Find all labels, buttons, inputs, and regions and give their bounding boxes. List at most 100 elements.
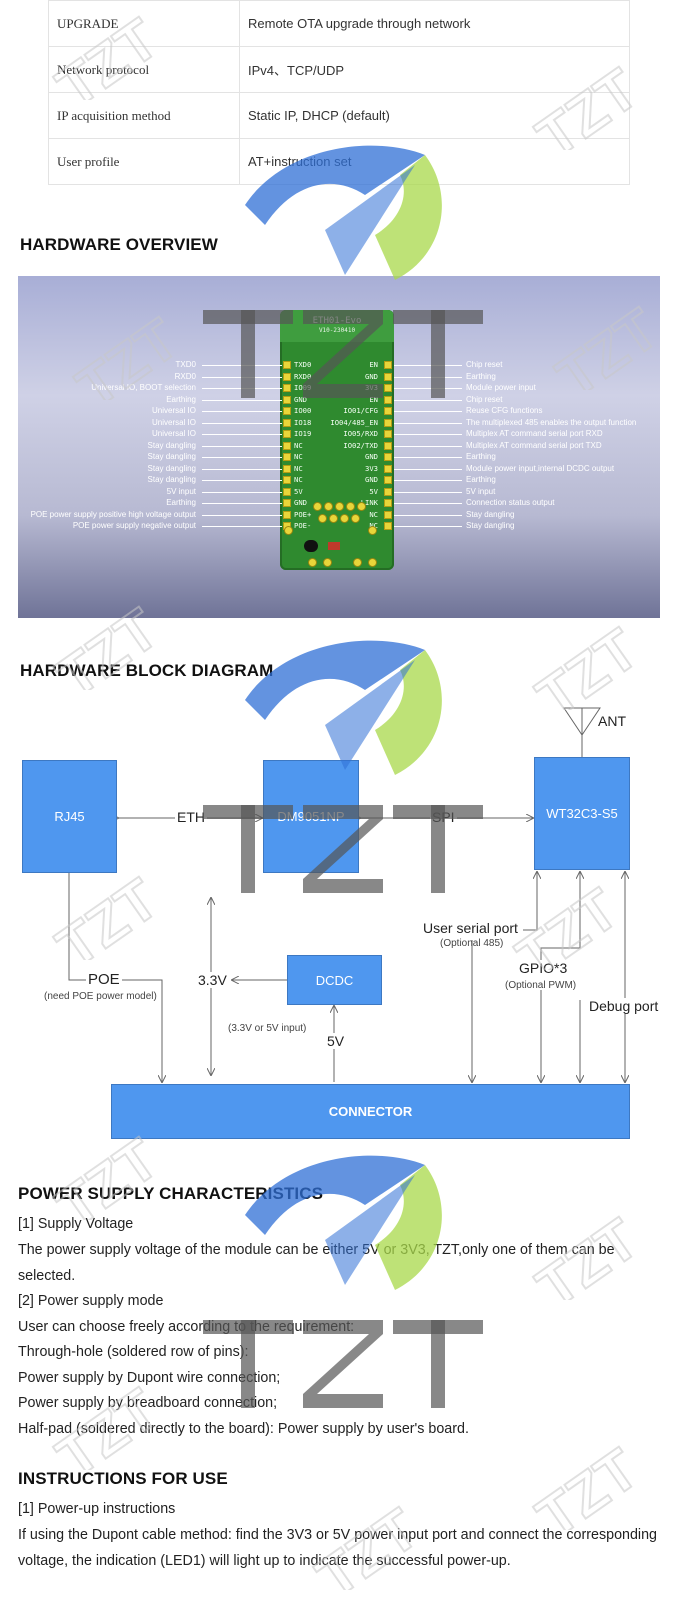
right-pin-description: The multiplexed 485 enables the output f… (466, 417, 637, 427)
gpio-label: GPIO*3 (517, 960, 570, 976)
left-pin-description: RXD0 (174, 371, 196, 381)
left-pin-leader (202, 457, 282, 458)
header-pin (329, 514, 338, 523)
power-line-7: Power supply by breadboard connection; (18, 1395, 278, 1411)
left-pin-pad (283, 464, 291, 473)
left-pin-pad (283, 441, 291, 450)
right-pin-leader (394, 365, 462, 366)
right-pin-pad (384, 453, 392, 461)
right-pin-name: IO01/CFG (343, 406, 378, 415)
board-version: V10-230410 (318, 327, 356, 334)
power-line-1: [1] Supply Voltage (18, 1216, 134, 1232)
right-pin-description: Module power input (466, 383, 536, 392)
right-pin-name: GND (365, 452, 378, 461)
right-pin-name: EN (369, 394, 378, 404)
right-pin-description: Connection status output (466, 498, 555, 507)
5v-label: 5V (325, 1033, 347, 1049)
header-pin (368, 558, 377, 567)
header-pin (323, 558, 332, 567)
left-pin-pad (283, 361, 291, 369)
right-pin-name: EN (369, 360, 378, 369)
spec-table: UPGRADE Remote OTA upgrade through netwo… (48, 0, 630, 185)
right-pin-description: 5V input (466, 486, 496, 496)
left-pin-leader (202, 491, 282, 493)
right-pin-description: Chip reset (466, 360, 503, 369)
right-pin-pad (384, 384, 392, 392)
right-pin-leader (394, 399, 462, 401)
table-cell-value: Remote OTA upgrade through network (239, 0, 630, 47)
left-pin-description: Earthing (166, 498, 196, 507)
right-pin-pad (384, 441, 392, 450)
right-pin-leader (394, 468, 462, 470)
table-row: User profile AT+instruction set (48, 138, 630, 185)
left-pin-pad (283, 499, 291, 507)
right-pin-name: IO04/485_EN (330, 417, 378, 427)
left-pin-description: POE power supply negative output (72, 521, 196, 530)
instructions-line-1: [1] Power-up instructions (18, 1501, 176, 1517)
left-pin-pad (283, 453, 291, 461)
right-pin-name: LINK (360, 498, 378, 507)
power-line-2: The power supply voltage of the module c… (18, 1242, 615, 1284)
left-pin-pad (283, 430, 291, 438)
left-pin-leader (202, 445, 282, 447)
instructions-heading: INSTRUCTIONS FOR USE (18, 1469, 228, 1488)
power-line-6: Power supply by Dupont wire connection; (18, 1370, 281, 1386)
table-cell-key: UPGRADE (48, 0, 240, 47)
left-pin-name: TXD0 (294, 360, 312, 369)
header-pin (284, 526, 293, 535)
right-pin-description: Stay dangling (466, 509, 515, 519)
right-pin-description: Earthing (466, 452, 496, 461)
header-pin (353, 558, 362, 567)
right-pin-description: Chip reset (466, 394, 503, 404)
right-pin-description: Multiplex AT command serial port RXD (466, 429, 603, 438)
right-pin-description: Earthing (466, 475, 496, 484)
header-pin (351, 514, 360, 523)
left-pin-pad (283, 510, 291, 519)
right-pin-description: Reuse CFG functions (466, 406, 543, 415)
left-pin-name: IO00 (294, 406, 312, 415)
left-pin-name: NC (294, 463, 303, 473)
left-pin-description: Universal IO (151, 406, 196, 415)
header-pin (324, 502, 333, 511)
right-pin-name: IO05/RXD (343, 429, 378, 438)
right-pin-description: Multiplex AT command serial port TXD (466, 440, 602, 450)
svg-text:TZT: TZT (525, 1440, 649, 1530)
instructions-line-2: If using the Dupont cable method: find t… (18, 1527, 658, 1569)
3v3-label: 3.3V (196, 972, 229, 988)
wt32c3-s5-block: WT32C3-S5 (534, 757, 630, 870)
right-pin-pad (384, 487, 392, 496)
left-pin-description: Stay dangling (147, 463, 196, 473)
right-pin-name: 3V3 (365, 383, 378, 392)
power-line-5: Through-hole (soldered row of pins): (18, 1344, 249, 1360)
spi-label: SPI (430, 809, 457, 825)
right-pin-leader (394, 457, 462, 458)
left-pin-pad (283, 487, 291, 496)
dm9051np-block: DM9051NP (263, 760, 359, 873)
tzt-stamp-watermark: TZT (520, 1435, 660, 1551)
resistor-component (328, 542, 340, 550)
right-pin-leader (394, 514, 462, 516)
left-pin-leader (202, 514, 282, 516)
right-pin-description: Module power input,internal DCDC output (466, 463, 615, 473)
left-pin-description: POE power supply positive high voltage o… (30, 509, 196, 519)
right-pin-leader (394, 480, 462, 481)
left-pin-leader (202, 365, 282, 366)
header-pin (340, 514, 349, 523)
table-row: UPGRADE Remote OTA upgrade through netwo… (48, 0, 630, 47)
left-pin-name: 5V (294, 486, 303, 496)
header-pin (335, 502, 344, 511)
right-pin-leader (394, 526, 462, 527)
right-pin-pad (384, 464, 392, 473)
left-pin-leader (202, 503, 282, 504)
left-pin-leader (202, 434, 282, 435)
left-pin-name: IO09 (294, 383, 312, 392)
table-cell-value: AT+instruction set (239, 138, 630, 185)
right-pin-name: 3V3 (365, 463, 378, 473)
table-cell-key: IP acquisition method (48, 92, 240, 139)
power-line-4: User can choose freely according to the … (18, 1319, 355, 1335)
left-pin-description: Universal IO, BOOT selection (91, 383, 196, 392)
left-pin-leader (202, 399, 282, 401)
right-pin-name: NC (318, 520, 378, 532)
left-pin-name: POE- (294, 521, 312, 530)
left-pin-pad (283, 476, 291, 484)
